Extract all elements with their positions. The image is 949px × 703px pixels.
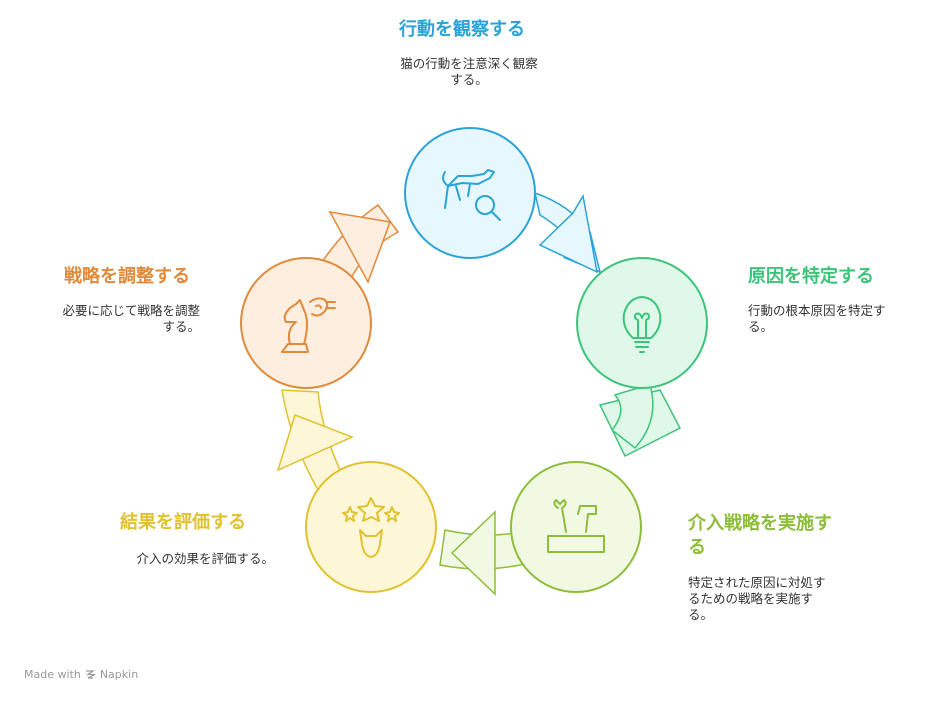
desc-line: るための戦略を実施す: [688, 591, 814, 606]
arrowhead-evaluate-to-adjust: [276, 414, 354, 472]
made-with-label: Made with: [24, 668, 81, 681]
desc-line: る。: [748, 319, 774, 334]
cat-magnifier-icon: [442, 169, 501, 221]
desc-line: 特定された原因に対処す: [688, 575, 826, 590]
desc-line: 猫の行動を注意深く観察: [400, 56, 538, 71]
napkin-logo-icon: [85, 670, 96, 679]
chess-knight-icon: [281, 297, 336, 353]
arrowhead-implement-to-evaluate: [450, 510, 496, 596]
stage-title-adjust: 戦略を調整する: [64, 266, 190, 287]
stage-title-identify: 原因を特定する: [748, 266, 874, 287]
stage-circle-evaluate: [305, 461, 437, 593]
stage-title-observe: 行動を観察する: [399, 19, 525, 40]
stage-description-adjust: 必要に応じて戦略を調整 する。: [30, 303, 200, 335]
desc-line: 必要に応じて戦略を調整: [62, 303, 200, 318]
stage-description-implement: 特定された原因に対処す るための戦略を実施す る。: [688, 575, 878, 623]
desc-line: する。: [162, 319, 200, 334]
stage-circle-identify: [576, 257, 708, 389]
stage-description-evaluate: 介入の効果を評価する。: [94, 551, 274, 567]
stage-circle-observe: [404, 127, 536, 259]
stage-title-evaluate: 結果を評価する: [120, 512, 246, 533]
title-line: 介入戦略を実施す: [688, 513, 832, 534]
lightbulb-icon: [622, 296, 662, 353]
desc-line: 行動の根本原因を特定す: [748, 303, 886, 318]
arrowhead-adjust-to-observe: [328, 211, 392, 284]
toolbox-icon: [547, 499, 605, 553]
arrow-identify-to-implement: [610, 384, 654, 450]
desc-line: する。: [450, 72, 488, 87]
stage-title-implement: 介入戦略を実施す る: [688, 512, 832, 560]
desc-line: 介入の効果を評価する。: [136, 551, 274, 566]
stage-circle-implement: [510, 461, 642, 593]
napkin-brand: Napkin: [99, 668, 139, 681]
stage-description-identify: 行動の根本原因を特定す る。: [748, 303, 938, 335]
cat-stars-icon: [342, 497, 400, 558]
arrowhead-observe-to-identify: [538, 193, 599, 274]
stage-description-observe: 猫の行動を注意深く観察 する。: [386, 56, 552, 88]
title-line: る: [688, 537, 706, 558]
desc-line: る。: [688, 607, 714, 622]
footer-watermark: Made with Napkin: [24, 668, 138, 681]
